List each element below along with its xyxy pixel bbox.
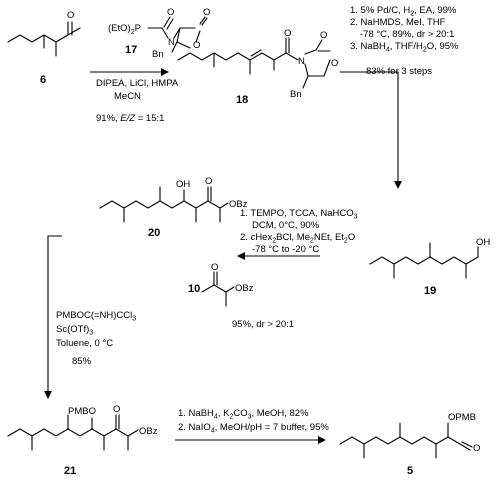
compound-17-structure: [147, 16, 208, 53]
compound-19-structure: [369, 242, 479, 279]
compound-6-structure: [7, 21, 81, 57]
c19-oh: OH: [476, 237, 490, 248]
c17-phosphonate: (EtO)2P: [108, 23, 141, 36]
c20-oh: OH: [176, 179, 190, 190]
compound-21-structure: [7, 414, 139, 451]
label-compound-17: 17: [125, 44, 137, 56]
label-compound-21: 21: [64, 465, 76, 477]
c18-oxazolidinone-co: O: [320, 30, 327, 41]
step3-conditions: 1. TEMPO, TCCA, NaHCO3 DCM, 0°C, 90% 2. …: [232, 208, 358, 330]
c20-carbonyl-o: O: [205, 176, 212, 187]
label-compound-6: 6: [40, 74, 46, 86]
c17-ring-o: O: [193, 40, 200, 51]
c18-ring-o: O: [331, 58, 338, 69]
c6-aldehyde-o: O: [67, 10, 74, 21]
step3-yield: 95%, dr > 20:1: [232, 319, 294, 330]
step2-line2: 2. NaHMDS, MeI, THF: [350, 17, 446, 28]
step4-line3: Toluene, 0 °C: [56, 338, 113, 349]
c5-opmb: OPMB: [448, 412, 476, 423]
label-compound-18: 18: [236, 94, 248, 106]
step3-line4: -78 °C to -20 °C: [252, 244, 319, 255]
c17-oxazolidinone-co: O: [203, 7, 210, 18]
compound-5-structure: [339, 422, 473, 459]
label-compound-20: 20: [148, 227, 160, 239]
compound-10-structure: [201, 271, 235, 307]
step4-yield: 85%: [72, 356, 92, 367]
step5-conditions: 1. NaBH4, K2CO3, MeOH, 82% 2. NaIO4, MeO…: [178, 408, 329, 435]
step4-conditions: PMBOC(=NH)CCl3 Sc(OTf)3 Toluene, 0 °C 85…: [56, 310, 136, 367]
step1-conditions: DIPEA, LiCl, HMPA MeCN 91%, E/Z = 15:1: [96, 78, 179, 124]
c18-bn: Bn: [290, 89, 302, 100]
c17-bn: Bn: [152, 49, 164, 60]
step5-line1: 1. NaBH4, K2CO3, MeOH, 82%: [178, 408, 309, 421]
c17-carbonyl-o: O: [167, 7, 174, 18]
step1-solvent: MeCN: [114, 91, 141, 102]
c5-aldehyde-o: O: [473, 443, 480, 454]
c20-obz: OBz: [229, 199, 248, 210]
step4-line2: Sc(OTf)3: [56, 324, 93, 337]
step3-line2: DCM, 0°C, 90%: [252, 220, 320, 231]
step1-yield: 91%, E/Z = 15:1: [96, 113, 164, 124]
c21-pmbo: PMBO: [68, 406, 96, 417]
step3-line3: 2. cHex2BCl, Me2NEt, Et2O: [240, 232, 355, 245]
c18-n: N: [298, 56, 305, 67]
compound-18-structure: [177, 37, 331, 89]
step1-reagents: DIPEA, LiCl, HMPA: [96, 78, 179, 89]
step2-overall-yield: 83% for 3 steps: [366, 66, 432, 77]
label-compound-19: 19: [424, 285, 436, 297]
step2-line3: -78 °C, 89%, dr > 20:1: [360, 29, 454, 40]
step2-conditions: 1. 5% Pd/C, H2, EA, 99% 2. NaHMDS, MeI, …: [350, 5, 459, 77]
step2-line1: 1. 5% Pd/C, H2, EA, 99%: [350, 5, 457, 18]
compound-20-structure: [99, 186, 229, 223]
c18-carbonyl-o: O: [284, 28, 291, 39]
label-compound-5: 5: [407, 465, 413, 477]
c10-carbonyl-o: O: [211, 262, 218, 273]
c21-obz: OBz: [139, 426, 158, 437]
reaction-arrow-20-to-21: [44, 235, 62, 399]
step2-line4: 3. NaBH4, THF/H2O, 95%: [350, 41, 459, 54]
step5-line2: 2. NaIO4, MeOH/pH = 7 buffer, 95%: [178, 422, 329, 435]
label-compound-10: 10: [188, 283, 200, 295]
step3-line1: 1. TEMPO, TCCA, NaHCO3: [240, 208, 358, 221]
c10-obz: OBz: [235, 283, 254, 294]
c21-carbonyl-o: O: [113, 404, 120, 415]
step4-line1: PMBOC(=NH)CCl3: [56, 310, 136, 323]
reaction-arrow-18-to-19: [340, 71, 402, 189]
c17-n: N: [168, 37, 175, 48]
